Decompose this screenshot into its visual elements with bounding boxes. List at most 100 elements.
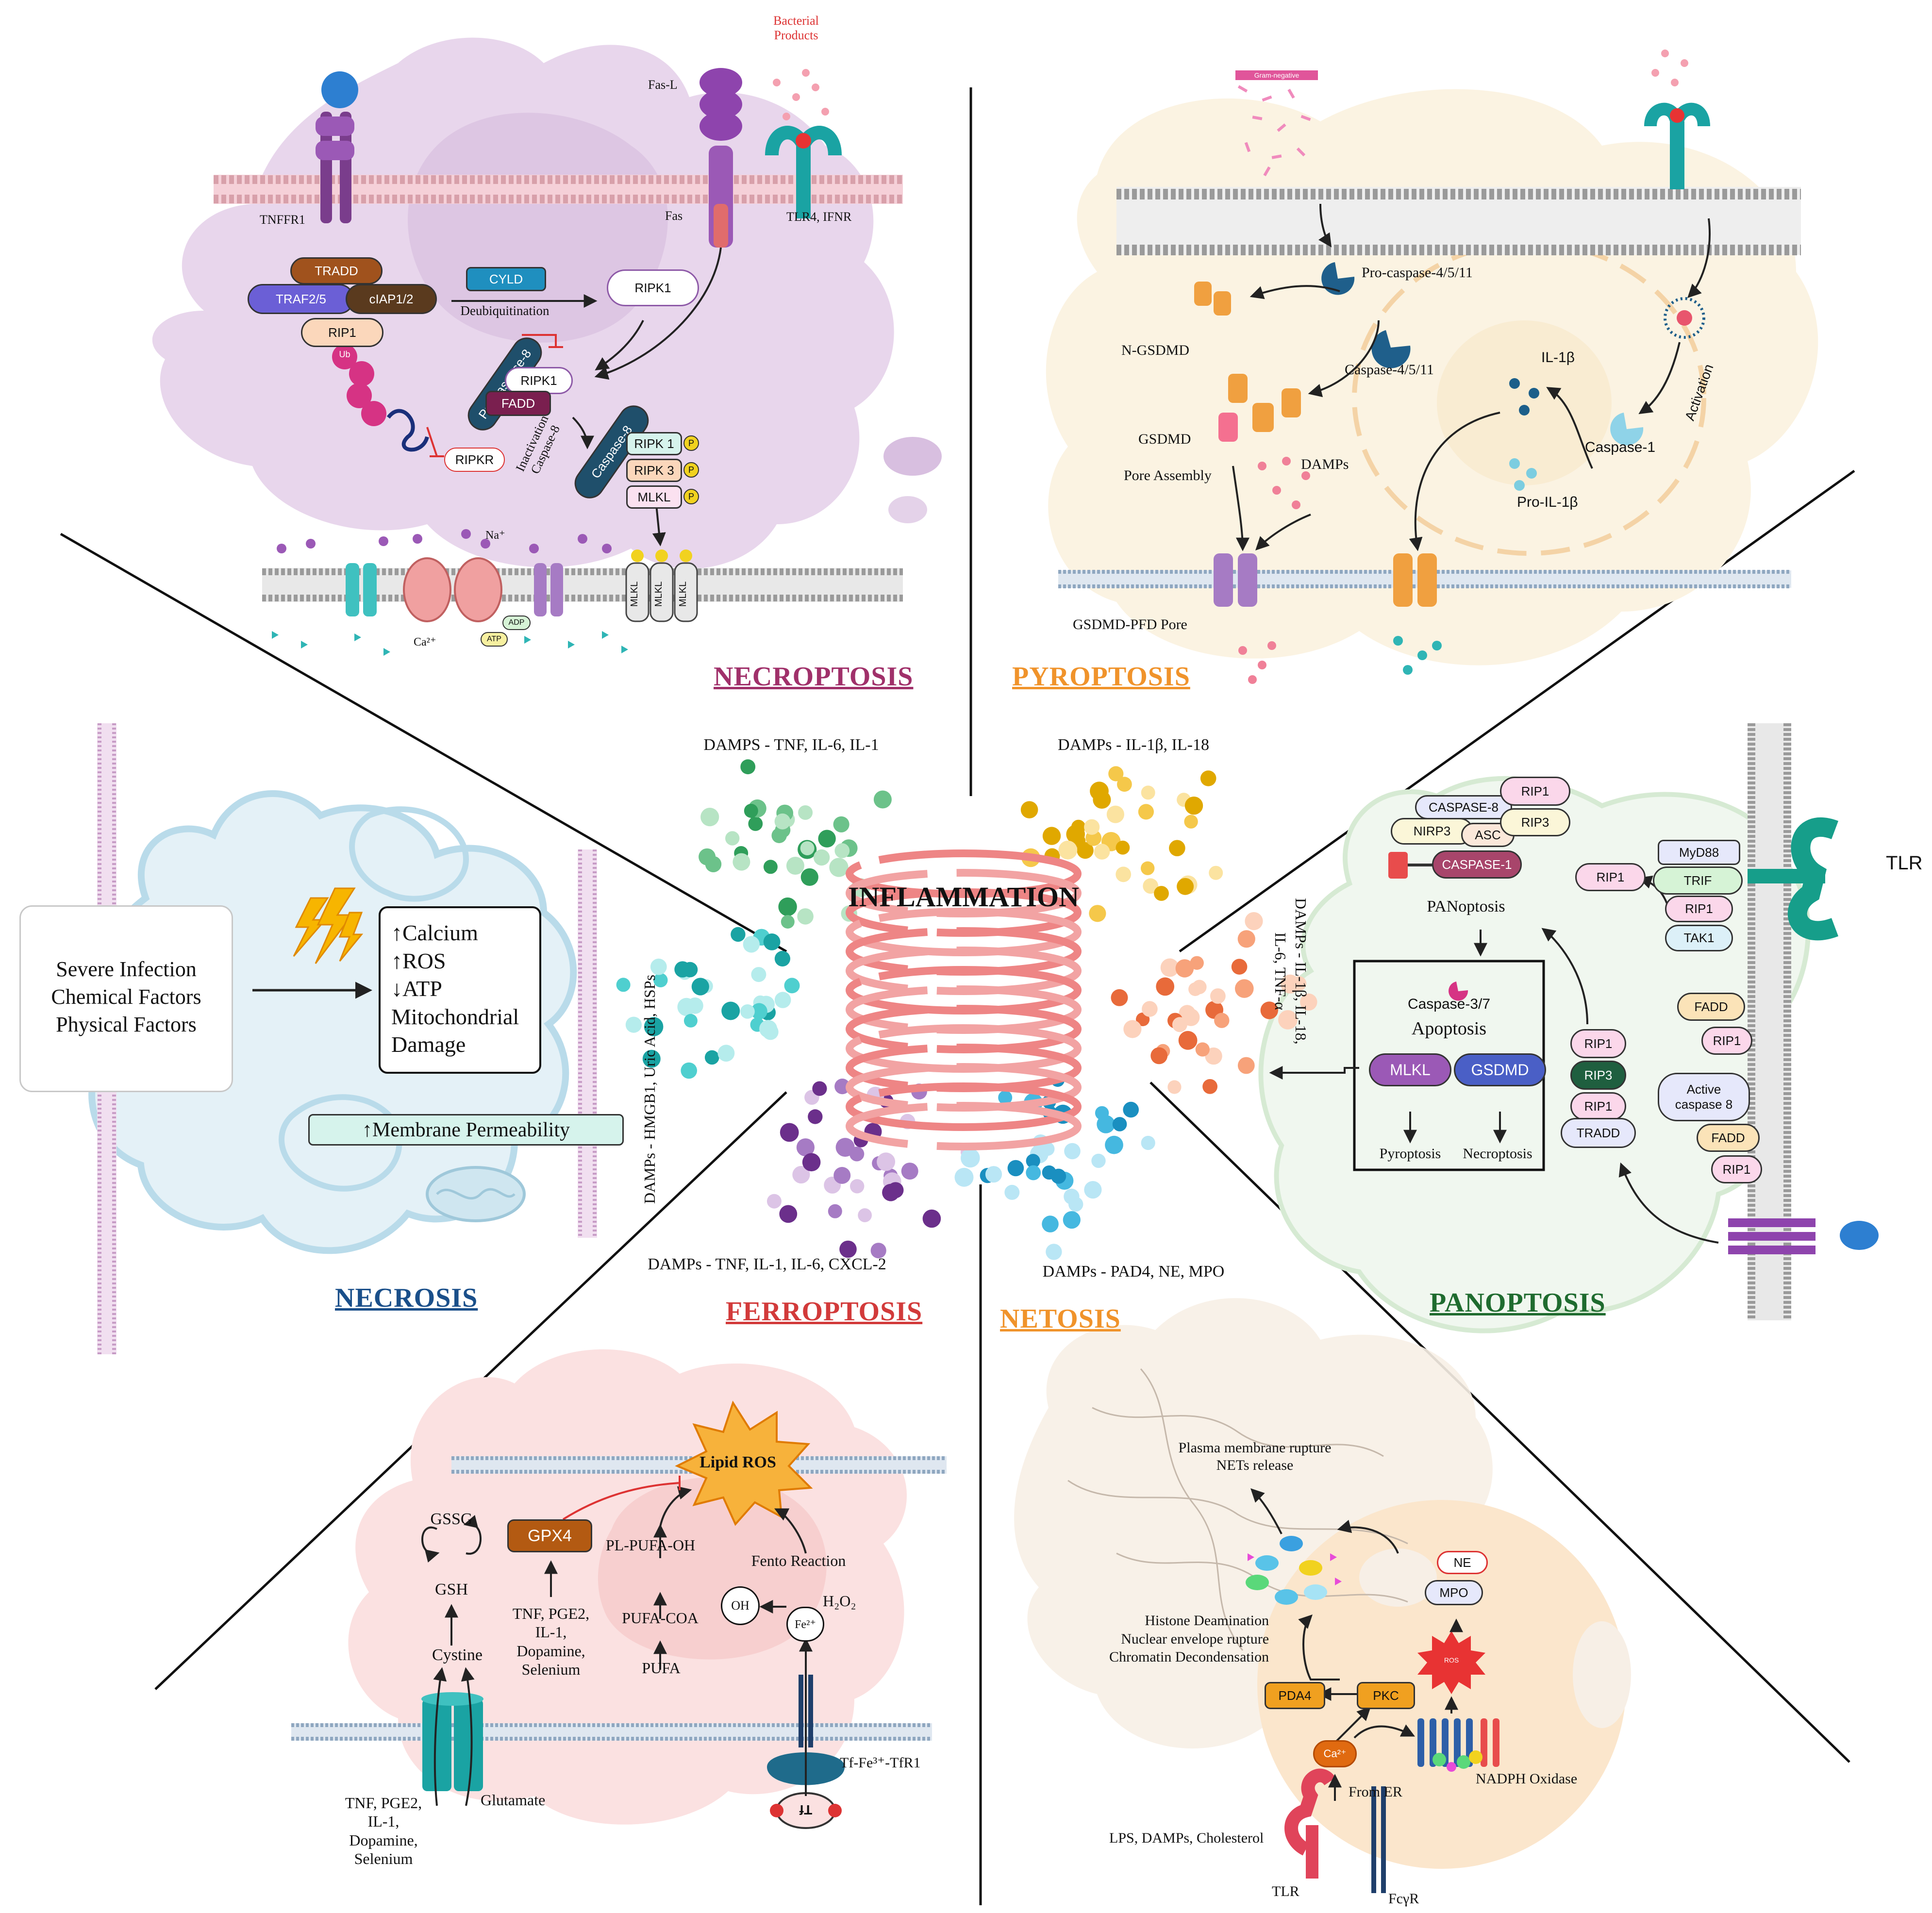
deubiquitination-label: Deubiquitination [460,303,550,318]
ne-node: NE [1437,1551,1488,1574]
damp-particle [1167,1080,1182,1094]
damp-particle [1138,804,1154,820]
damp-particle [1160,958,1179,977]
tradd-node: TRADD [290,257,383,284]
damp-particle [625,1016,642,1033]
damp-particle [954,1167,974,1187]
damp-particle [812,1081,827,1096]
damp-particle [818,830,836,848]
pro-caspase-label: Pro-caspase-4/5/11 [1362,265,1473,281]
damp-particle [780,1123,799,1142]
damp-particle [731,927,746,942]
netosis-cell [1014,1298,1631,1869]
damp-particle [744,803,758,818]
damp-particle [750,1003,767,1020]
damp-particle [1041,1142,1055,1156]
damp-particle [1091,1153,1106,1168]
rip1-b-node: RIP1 [1665,896,1733,922]
damp-particle [677,998,696,1016]
tlr4-ifnr-label: TLR4, IFNR [786,210,852,224]
damp-particle [763,860,778,874]
damp-particle [1077,842,1094,859]
phospho-3: P [683,489,699,504]
damp-particle [1123,1101,1139,1118]
netosis-title: NETOSIS [1000,1304,1121,1334]
damp-particle [1111,989,1128,1006]
ros-burst-icon [1417,1631,1485,1694]
nirp3-node: NIRP3 [1391,818,1473,845]
damp-particle [985,1166,1002,1183]
effect-calcium: ↑Calcium [391,920,478,945]
damp-particle [674,961,691,978]
fcgr-label: FcγR [1388,1891,1419,1907]
ferroptosis-title: FERROPTOSIS [726,1297,923,1327]
damp-particle [700,808,719,827]
section-dividers [60,87,1855,1905]
mlkl-pore-2: MLKL [653,581,664,607]
effect-ros: ↑ROS [391,948,446,973]
oh-node: OH [721,1586,760,1625]
adp-badge: ADP [502,615,531,630]
coil-ring [846,1082,1082,1131]
pyroptosis-pores-icon [1214,553,1437,607]
damp-particle [797,908,814,925]
damp-particle [774,813,791,830]
necrosis-title: NECROSIS [335,1283,478,1313]
ripk3-p-node: RIPK 3 [626,459,682,482]
caspase1-node: CASPASE-1 [1432,850,1522,879]
na-label: Na⁺ [485,529,505,542]
damp-particle [1116,840,1130,855]
damp-particle [1141,785,1155,800]
ciap-node: cIAP1/2 [346,284,437,314]
gram-negative-label: Gram-negative [1254,71,1299,79]
pyroptosis-damps: DAMPs - IL-1β, IL-18 [1058,736,1209,754]
damp-particle [1184,797,1203,815]
apoptosis-label: Apoptosis [1411,1018,1487,1039]
damp-particle [1123,1020,1142,1038]
membrane-permeability-box: ↑Membrane Permeability [308,1114,624,1146]
damp-particle [1063,1211,1081,1229]
damp-particle [1245,912,1263,931]
damp-particle [1177,878,1194,895]
damp-particle [961,1148,980,1168]
damp-particle [1142,1001,1158,1017]
rupture-label: Plasma membrane rupture NETs release [1178,1440,1332,1473]
ripkr-node: RIPKR [444,448,505,472]
damp-particle [774,950,790,967]
damp-particle [1004,1184,1020,1200]
rip1-g-node: RIP1 [1711,1155,1762,1183]
pl-pufa-oh-label: PL-PUFA-OH [605,1536,696,1554]
damp-particle [1105,1135,1123,1154]
nadph-oxidase-label: NADPH Oxidase [1476,1771,1578,1787]
pyroptosis-receptor-icon [1644,50,1710,189]
damp-particle [1195,1042,1210,1057]
damp-particle [1278,1010,1298,1030]
damp-particle [1095,1106,1109,1120]
damp-particle [1178,1031,1198,1050]
gram-negative-bacteria-icon [1235,70,1318,177]
tnffr1-label: TNFFR1 [260,213,305,227]
damp-particle [786,857,804,875]
cause-chemical-factors: Chemical Factors [51,985,201,1009]
damp-particle [858,1208,872,1222]
nadph-oxidase-icon [1417,1718,1499,1772]
necroptosis-title: NECROPTOSIS [714,662,914,692]
cause-physical-factors: Physical Factors [56,1013,197,1037]
tradd-p-node: TRADD [1561,1118,1636,1148]
atp-badge: ATP [481,632,508,647]
necrosis-causes-box: Severe Infection Chemical Factors Physic… [19,905,233,1092]
gsdmd-node: GSDMD [1454,1053,1546,1086]
damp-particle [1200,770,1216,786]
damp-particle [1042,1215,1059,1232]
ripk1-top-node: RIPK1 [607,269,699,306]
damp-particle [717,1045,735,1062]
damp-particle [834,1079,850,1095]
necrosis-effects-box: ↑Calcium ↑ROS ↓ATP Mitochondrial Damage [379,906,541,1074]
damp-particle [1184,815,1198,829]
damp-particle [774,992,791,1008]
pyroptosis-outcome-label: Pyroptosis [1379,1146,1441,1162]
damp-particle [800,868,818,886]
necroptosis-outcome-label: Necroptosis [1463,1146,1532,1162]
damp-particle [1068,1197,1083,1212]
